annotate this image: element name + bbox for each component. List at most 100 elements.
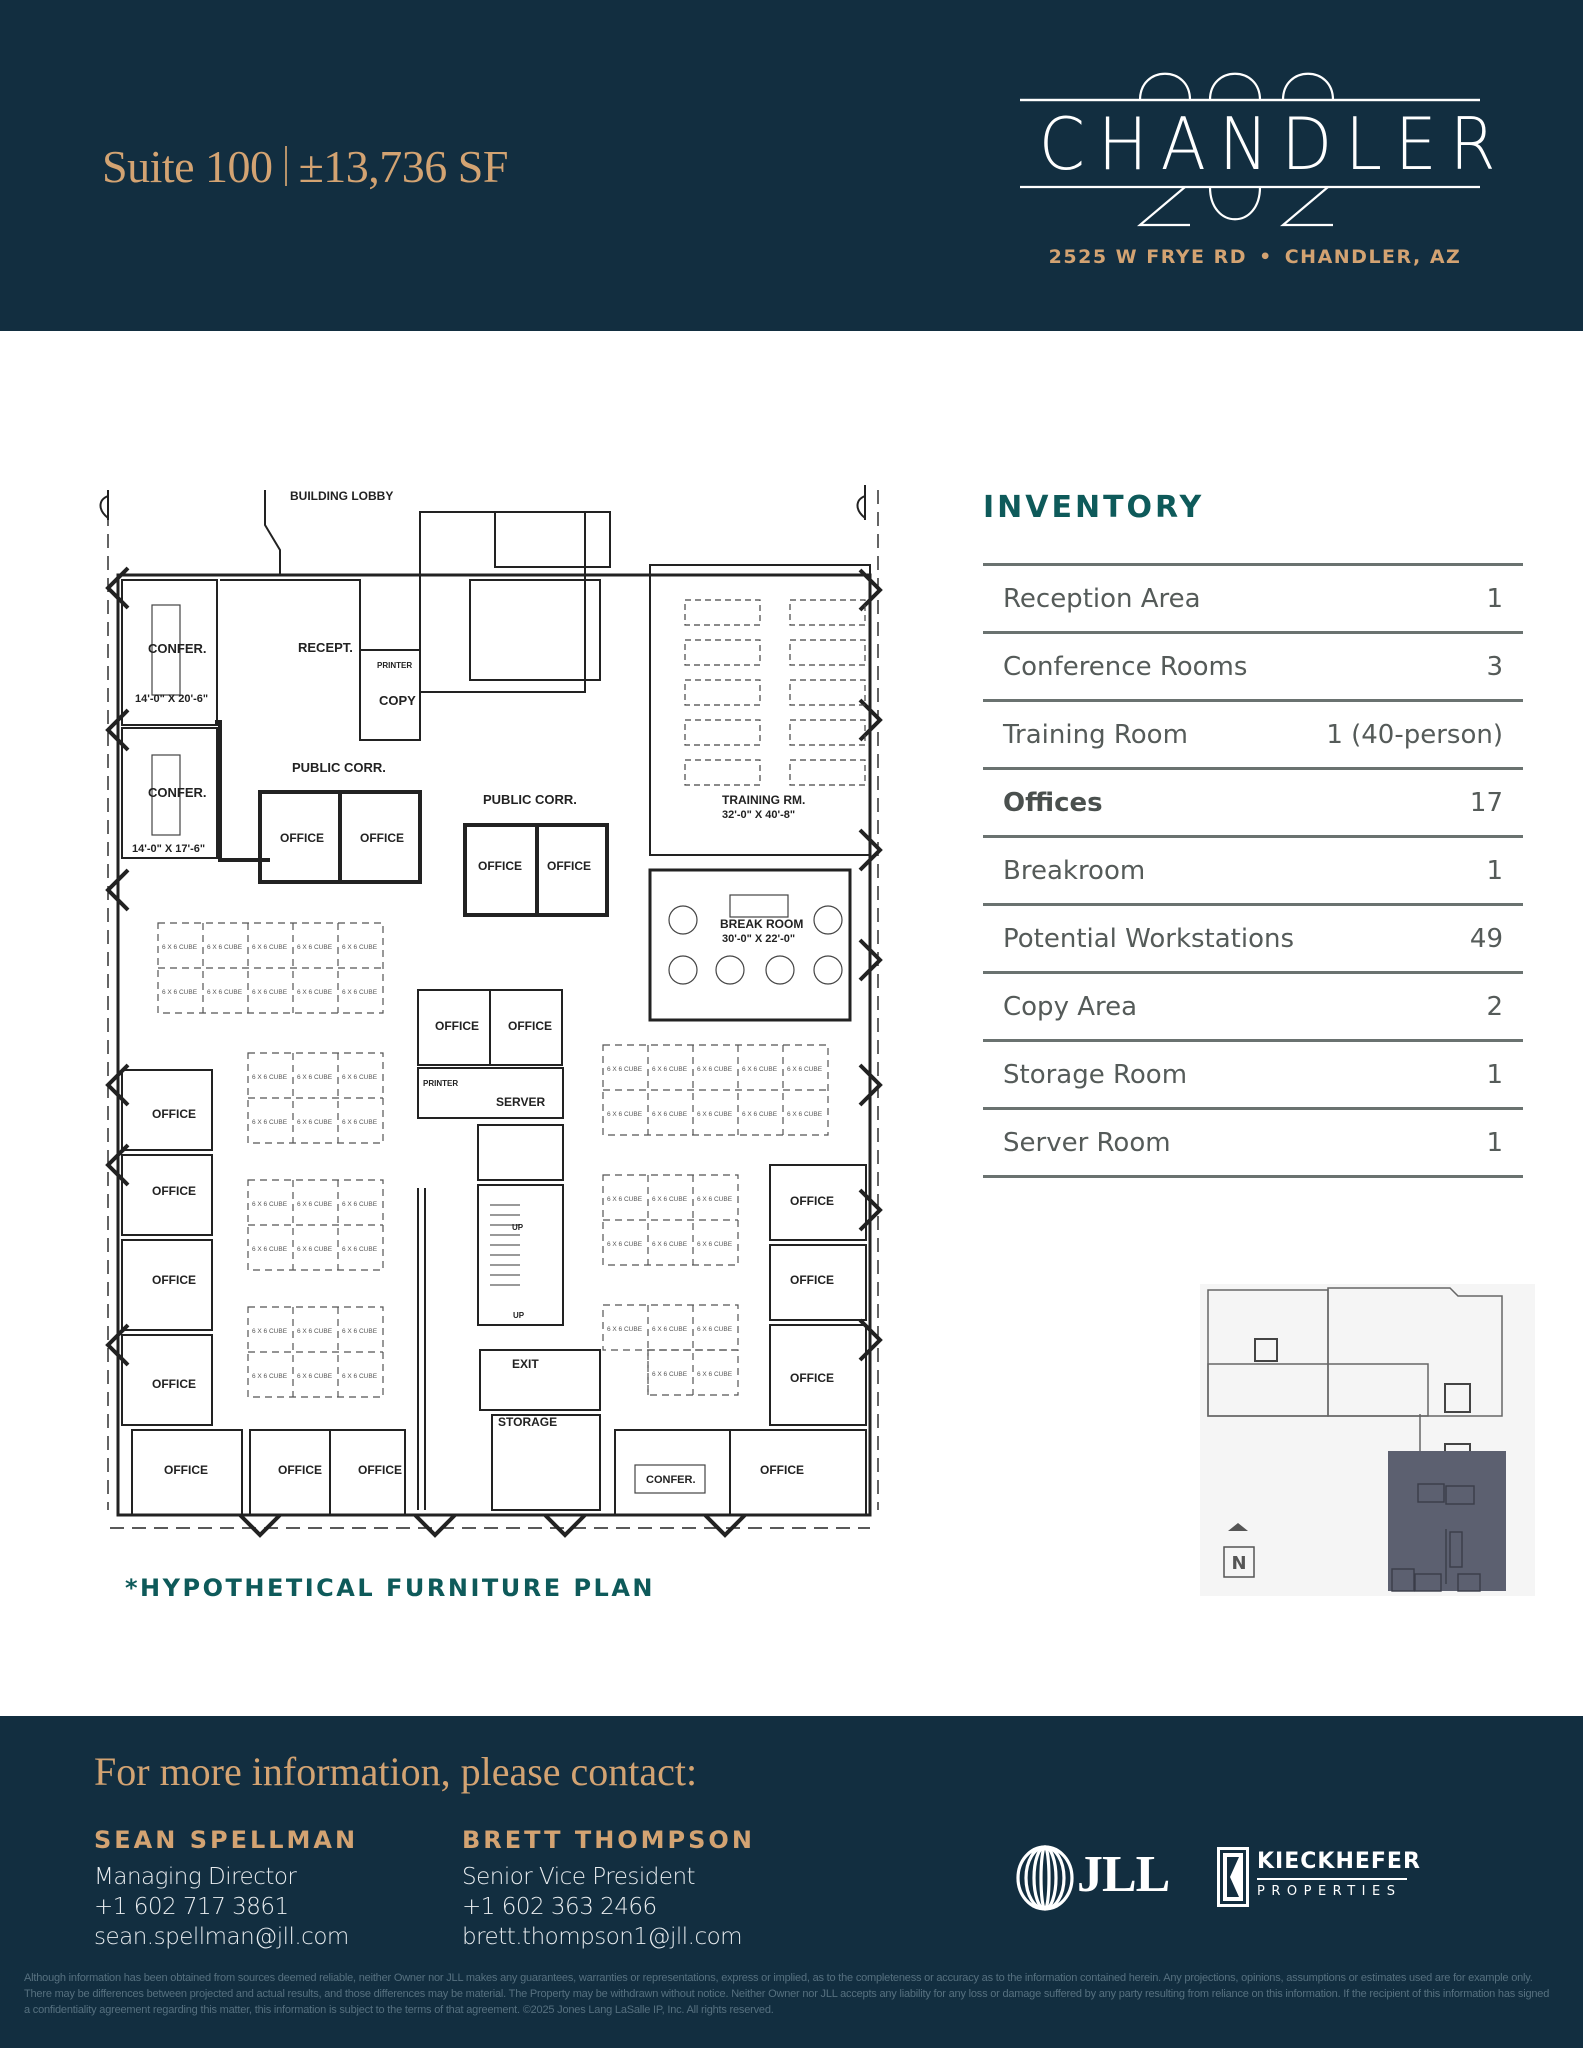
inventory-value: 2 — [1486, 991, 1503, 1022]
jll-wordmark: JLL — [1077, 1846, 1170, 1903]
inventory-label: Conference Rooms — [1003, 651, 1248, 682]
svg-text:6 X 6 CUBE: 6 X 6 CUBE — [652, 1326, 688, 1333]
inventory-label: Potential Workstations — [1003, 923, 1295, 954]
svg-text:6 X 6 CUBE: 6 X 6 CUBE — [297, 944, 333, 951]
svg-text:OFFICE: OFFICE — [152, 1377, 196, 1391]
title-divider — [284, 146, 287, 186]
svg-text:6 X 6 CUBE: 6 X 6 CUBE — [162, 944, 198, 951]
svg-text:6 X 6 CUBE: 6 X 6 CUBE — [297, 1201, 333, 1208]
svg-text:OFFICE: OFFICE — [278, 1463, 322, 1477]
svg-text:6 X 6 CUBE: 6 X 6 CUBE — [742, 1111, 778, 1118]
inventory-row: Training Room 1 (40-person) — [983, 702, 1523, 770]
inventory-label: Training Room — [1003, 719, 1188, 750]
inventory-value: 1 — [1486, 1059, 1503, 1090]
address-street: 2525 W FRYE RD — [1048, 246, 1248, 268]
svg-text:OFFICE: OFFICE — [508, 1019, 552, 1033]
svg-text:UP: UP — [512, 1223, 524, 1232]
jll-rings-icon — [1016, 1845, 1074, 1911]
svg-text:6 X 6 CUBE: 6 X 6 CUBE — [607, 1196, 643, 1203]
address-city: CHANDLER, AZ — [1284, 246, 1462, 268]
svg-text:6 X 6 CUBE: 6 X 6 CUBE — [297, 1074, 333, 1081]
svg-text:OFFICE: OFFICE — [478, 859, 522, 873]
inventory-value: 3 — [1486, 651, 1503, 682]
header-banner: Suite 100±13,736 SF CHANDLER 2525 W FRYE… — [0, 0, 1583, 331]
kieckhefer-sub: PROPERTIES — [1257, 1884, 1402, 1899]
inventory-row: Storage Room 1 — [983, 1042, 1523, 1110]
svg-text:6 X 6 CUBE: 6 X 6 CUBE — [652, 1371, 688, 1378]
svg-text:6 X 6 CUBE: 6 X 6 CUBE — [342, 1373, 378, 1380]
svg-text:6 X 6 CUBE: 6 X 6 CUBE — [652, 1066, 688, 1073]
suite-title: Suite 100±13,736 SF — [102, 140, 508, 193]
inventory-value: 1 (40-person) — [1326, 719, 1503, 750]
svg-text:COPY: COPY — [379, 693, 416, 708]
svg-text:6 X 6 CUBE: 6 X 6 CUBE — [697, 1326, 733, 1333]
svg-text:6 X 6 CUBE: 6 X 6 CUBE — [252, 1373, 288, 1380]
agent-email[interactable]: brett.thompson1@jll.com — [462, 1924, 743, 1950]
floor-plan-drawing: BUILDING LOBBY CONFER. 14'-0" X 20'-6" C… — [99, 485, 883, 1538]
svg-text:6 X 6 CUBE: 6 X 6 CUBE — [252, 944, 288, 951]
svg-text:6 X 6 CUBE: 6 X 6 CUBE — [252, 1246, 288, 1253]
agent-name: BRETT THOMPSON — [462, 1826, 755, 1854]
agent-phone[interactable]: +1 602 717 3861 — [94, 1894, 289, 1920]
inventory-label: Copy Area — [1003, 991, 1138, 1022]
address-separator: • — [1259, 246, 1273, 268]
svg-text:6 X 6 CUBE: 6 X 6 CUBE — [297, 1373, 333, 1380]
svg-text:OFFICE: OFFICE — [547, 859, 591, 873]
svg-text:6 X 6 CUBE: 6 X 6 CUBE — [342, 1328, 378, 1335]
agent-email[interactable]: sean.spellman@jll.com — [94, 1924, 349, 1950]
svg-text:OFFICE: OFFICE — [358, 1463, 402, 1477]
svg-text:6 X 6 CUBE: 6 X 6 CUBE — [697, 1371, 733, 1378]
north-label: N — [1231, 1553, 1246, 1574]
inventory-label: Storage Room — [1003, 1059, 1188, 1090]
svg-text:TRAINING RM.: TRAINING RM. — [722, 793, 805, 807]
svg-text:6 X 6 CUBE: 6 X 6 CUBE — [297, 1119, 333, 1126]
agent-phone[interactable]: +1 602 363 2466 — [462, 1894, 657, 1920]
inventory-row: Conference Rooms 3 — [983, 634, 1523, 702]
svg-text:6 X 6 CUBE: 6 X 6 CUBE — [297, 1328, 333, 1335]
kieckhefer-logo: KIECKHEFER PROPERTIES — [1217, 1845, 1420, 1910]
contact-heading: For more information, please contact: — [94, 1749, 698, 1794]
svg-text:OFFICE: OFFICE — [360, 831, 404, 845]
key-map-drawing: N — [1207, 1287, 1506, 1592]
svg-text:OFFICE: OFFICE — [435, 1019, 479, 1033]
svg-text:CONFER.: CONFER. — [148, 641, 207, 656]
svg-text:OFFICE: OFFICE — [280, 831, 324, 845]
chandler-202-logo: CHANDLER — [1020, 60, 1509, 230]
logo-202-outline-icon — [1020, 72, 1480, 227]
svg-text:UP: UP — [513, 1311, 525, 1320]
svg-text:PUBLIC CORR.: PUBLIC CORR. — [292, 760, 386, 775]
agent-title: Senior Vice President — [462, 1864, 696, 1890]
svg-text:6 X 6 CUBE: 6 X 6 CUBE — [697, 1111, 733, 1118]
agent-card: BRETT THOMPSON Senior Vice President +1 … — [462, 1826, 755, 1952]
svg-text:6 X 6 CUBE: 6 X 6 CUBE — [342, 989, 378, 996]
footer-banner — [0, 1716, 1583, 2048]
inventory-label: Reception Area — [1003, 583, 1201, 614]
svg-text:6 X 6 CUBE: 6 X 6 CUBE — [252, 989, 288, 996]
north-arrow-icon — [1228, 1523, 1248, 1531]
svg-text:6 X 6 CUBE: 6 X 6 CUBE — [207, 944, 243, 951]
svg-text:6 X 6 CUBE: 6 X 6 CUBE — [652, 1196, 688, 1203]
svg-text:30'-0" X 22'-0": 30'-0" X 22'-0" — [722, 933, 795, 945]
svg-text:6 X 6 CUBE: 6 X 6 CUBE — [697, 1196, 733, 1203]
svg-text:CONFER.: CONFER. — [646, 1474, 696, 1486]
kieckhefer-name: KIECKHEFER — [1257, 1849, 1421, 1874]
svg-text:OFFICE: OFFICE — [790, 1194, 834, 1208]
svg-text:6 X 6 CUBE: 6 X 6 CUBE — [607, 1066, 643, 1073]
suite-label: Suite 100 — [102, 141, 273, 192]
svg-text:OFFICE: OFFICE — [164, 1463, 208, 1477]
svg-text:OFFICE: OFFICE — [152, 1184, 196, 1198]
svg-text:6 X 6 CUBE: 6 X 6 CUBE — [342, 1119, 378, 1126]
svg-text:OFFICE: OFFICE — [790, 1273, 834, 1287]
kieckhefer-k-icon — [1217, 1847, 1249, 1907]
svg-text:6 X 6 CUBE: 6 X 6 CUBE — [342, 944, 378, 951]
svg-text:6 X 6 CUBE: 6 X 6 CUBE — [252, 1074, 288, 1081]
inventory-title: INVENTORY — [983, 490, 1205, 525]
svg-text:OFFICE: OFFICE — [152, 1107, 196, 1121]
svg-text:CONFER.: CONFER. — [148, 785, 207, 800]
svg-text:6 X 6 CUBE: 6 X 6 CUBE — [742, 1066, 778, 1073]
logo-wordmark: CHANDLER — [1038, 102, 1509, 186]
